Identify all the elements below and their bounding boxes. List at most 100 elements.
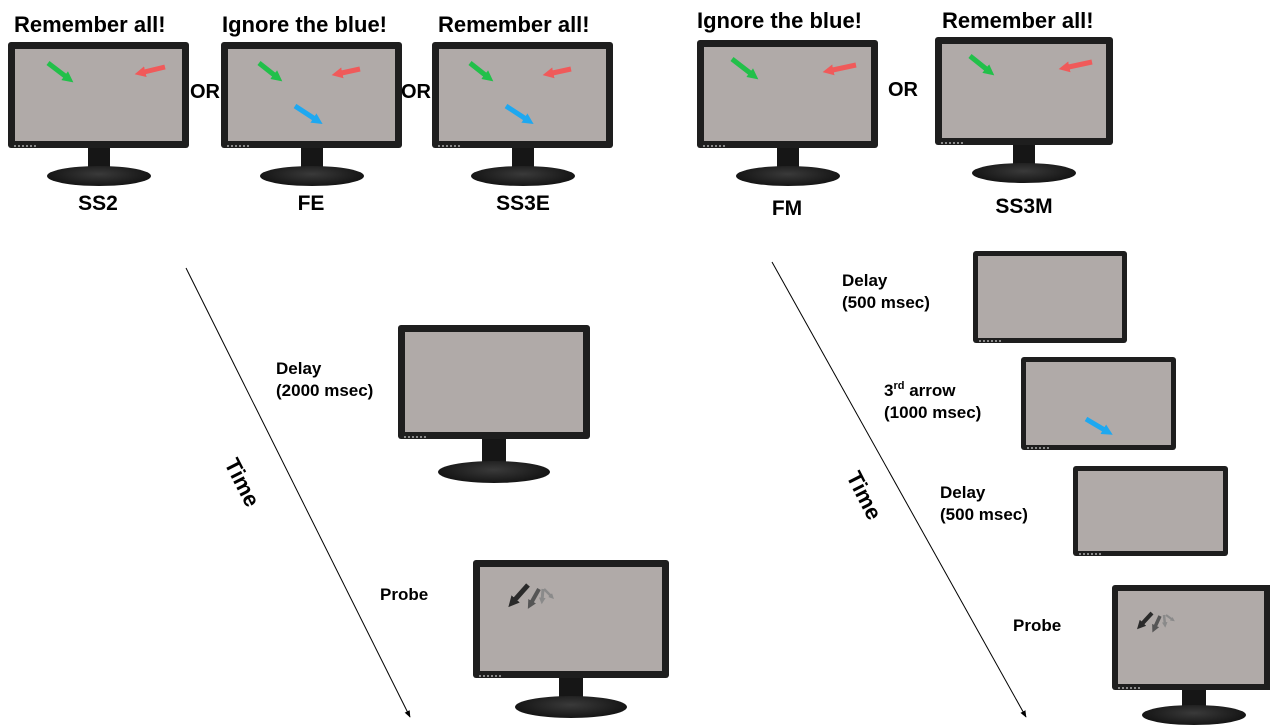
monitor-screen [480, 567, 662, 671]
delay-title: Delay [842, 271, 888, 290]
monitor-probe-left [473, 560, 669, 720]
encoding-arrows [46, 61, 166, 83]
condition-fm: FM [771, 197, 803, 220]
probe-arrow [508, 583, 530, 608]
monitor-bezel [1112, 585, 1270, 690]
monitor-base [259, 166, 364, 186]
monitor-neck [1013, 145, 1035, 167]
delay-title: Delay [276, 359, 322, 378]
encoding-arrows [968, 54, 1093, 76]
monitor-neck [87, 148, 110, 170]
monitor-base [735, 166, 840, 186]
monitor-delay-left [398, 325, 590, 487]
probe-arrows [1137, 611, 1175, 633]
condition-ss3e: SS3E [496, 192, 550, 215]
delay-duration: (500 msec) [940, 505, 1028, 524]
time-arrow-right [771, 261, 1027, 718]
monitor-neck [482, 439, 506, 465]
condition-ss2: SS2 [78, 192, 118, 215]
probe-arrow [1165, 614, 1175, 622]
delay1-label-right: Delay (500 msec) [842, 270, 930, 314]
bezel-dots [1079, 553, 1101, 555]
delay-label-left: Delay (2000 msec) [276, 358, 373, 402]
monitor-neck [776, 148, 799, 170]
or-label: OR [401, 81, 431, 103]
or-label: OR [190, 81, 220, 103]
encoding-arrows [730, 57, 857, 80]
probe-arrow [1137, 611, 1154, 630]
bezel-dots [941, 142, 963, 144]
monitor-base [438, 461, 550, 483]
monitor-screen [439, 49, 606, 141]
bezel-dots [438, 145, 460, 147]
heading-ss3m: Remember all! [942, 8, 1094, 33]
monitor-screen [15, 49, 182, 141]
third-arrow-label: 3rd arrow (1000 msec) [884, 375, 981, 424]
monitor-screen [1026, 362, 1171, 445]
bezel-dots [227, 145, 249, 147]
third-arrow-title: 3rd arrow [884, 375, 981, 402]
monitor-neck [511, 148, 534, 170]
blue-arrow [504, 103, 534, 125]
monitor-bezel [1021, 357, 1176, 450]
bezel-dots [979, 340, 1001, 342]
bezel-dots [1027, 447, 1049, 449]
or-label: OR [888, 79, 918, 101]
delay2-label-right: Delay (500 msec) [940, 482, 1028, 526]
monitor-bezel [935, 37, 1113, 145]
monitor-bezel [432, 42, 613, 148]
probe-arrow [1161, 614, 1168, 628]
blue-arrow [1084, 416, 1113, 435]
green-arrow [257, 61, 283, 82]
delay-duration: (500 msec) [842, 293, 930, 312]
third-arrow-display [1084, 416, 1113, 435]
heading-fm: Ignore the blue! [697, 8, 862, 33]
red-arrow [542, 66, 572, 79]
monitor-screen [228, 49, 395, 141]
bezel-dots [14, 145, 36, 147]
condition-ss3m: SS3M [995, 195, 1053, 218]
probe-arrow [543, 588, 554, 599]
monitor-fm [697, 40, 878, 190]
monitor-bezel [398, 325, 590, 439]
probe-arrow [538, 588, 546, 605]
monitor-base [46, 166, 151, 186]
monitor-delay2-right [1073, 466, 1228, 556]
red-arrow [331, 66, 361, 79]
third-arrow-word: arrow [904, 381, 956, 400]
monitor-third-arrow [1021, 357, 1176, 450]
monitor-bezel [8, 42, 189, 148]
encoding-arrows [468, 61, 572, 125]
monitor-bezel [697, 40, 878, 148]
delay-duration: (2000 msec) [276, 381, 374, 400]
monitor-base [470, 166, 575, 186]
heading-fe: Ignore the blue! [222, 12, 387, 37]
red-arrow [822, 62, 857, 76]
monitor-neck [300, 148, 323, 170]
probe-arrow [527, 588, 541, 609]
monitor-fe [221, 42, 402, 190]
time-arrow-left [185, 267, 411, 718]
monitor-screen [405, 332, 583, 432]
bezel-dots [404, 436, 426, 438]
monitor-bezel [221, 42, 402, 148]
monitor-ss2 [8, 42, 189, 190]
monitor-probe-right [1112, 585, 1270, 725]
monitor-screen [942, 44, 1106, 138]
monitor-base [972, 163, 1076, 183]
delay-title: Delay [940, 483, 986, 502]
monitor-bezel [473, 560, 669, 678]
monitor-ss3e [432, 42, 613, 190]
probe-label-left: Probe [380, 585, 429, 604]
green-arrow [730, 57, 759, 80]
monitor-screen [1078, 471, 1223, 551]
probe-arrows [508, 583, 554, 609]
green-arrow [968, 54, 995, 76]
monitor-screen [978, 256, 1122, 338]
probe-arrow [1152, 615, 1162, 633]
monitor-delay1-right [973, 251, 1127, 343]
monitor-neck [559, 678, 583, 700]
green-arrow [468, 61, 494, 82]
red-arrow [134, 64, 166, 78]
